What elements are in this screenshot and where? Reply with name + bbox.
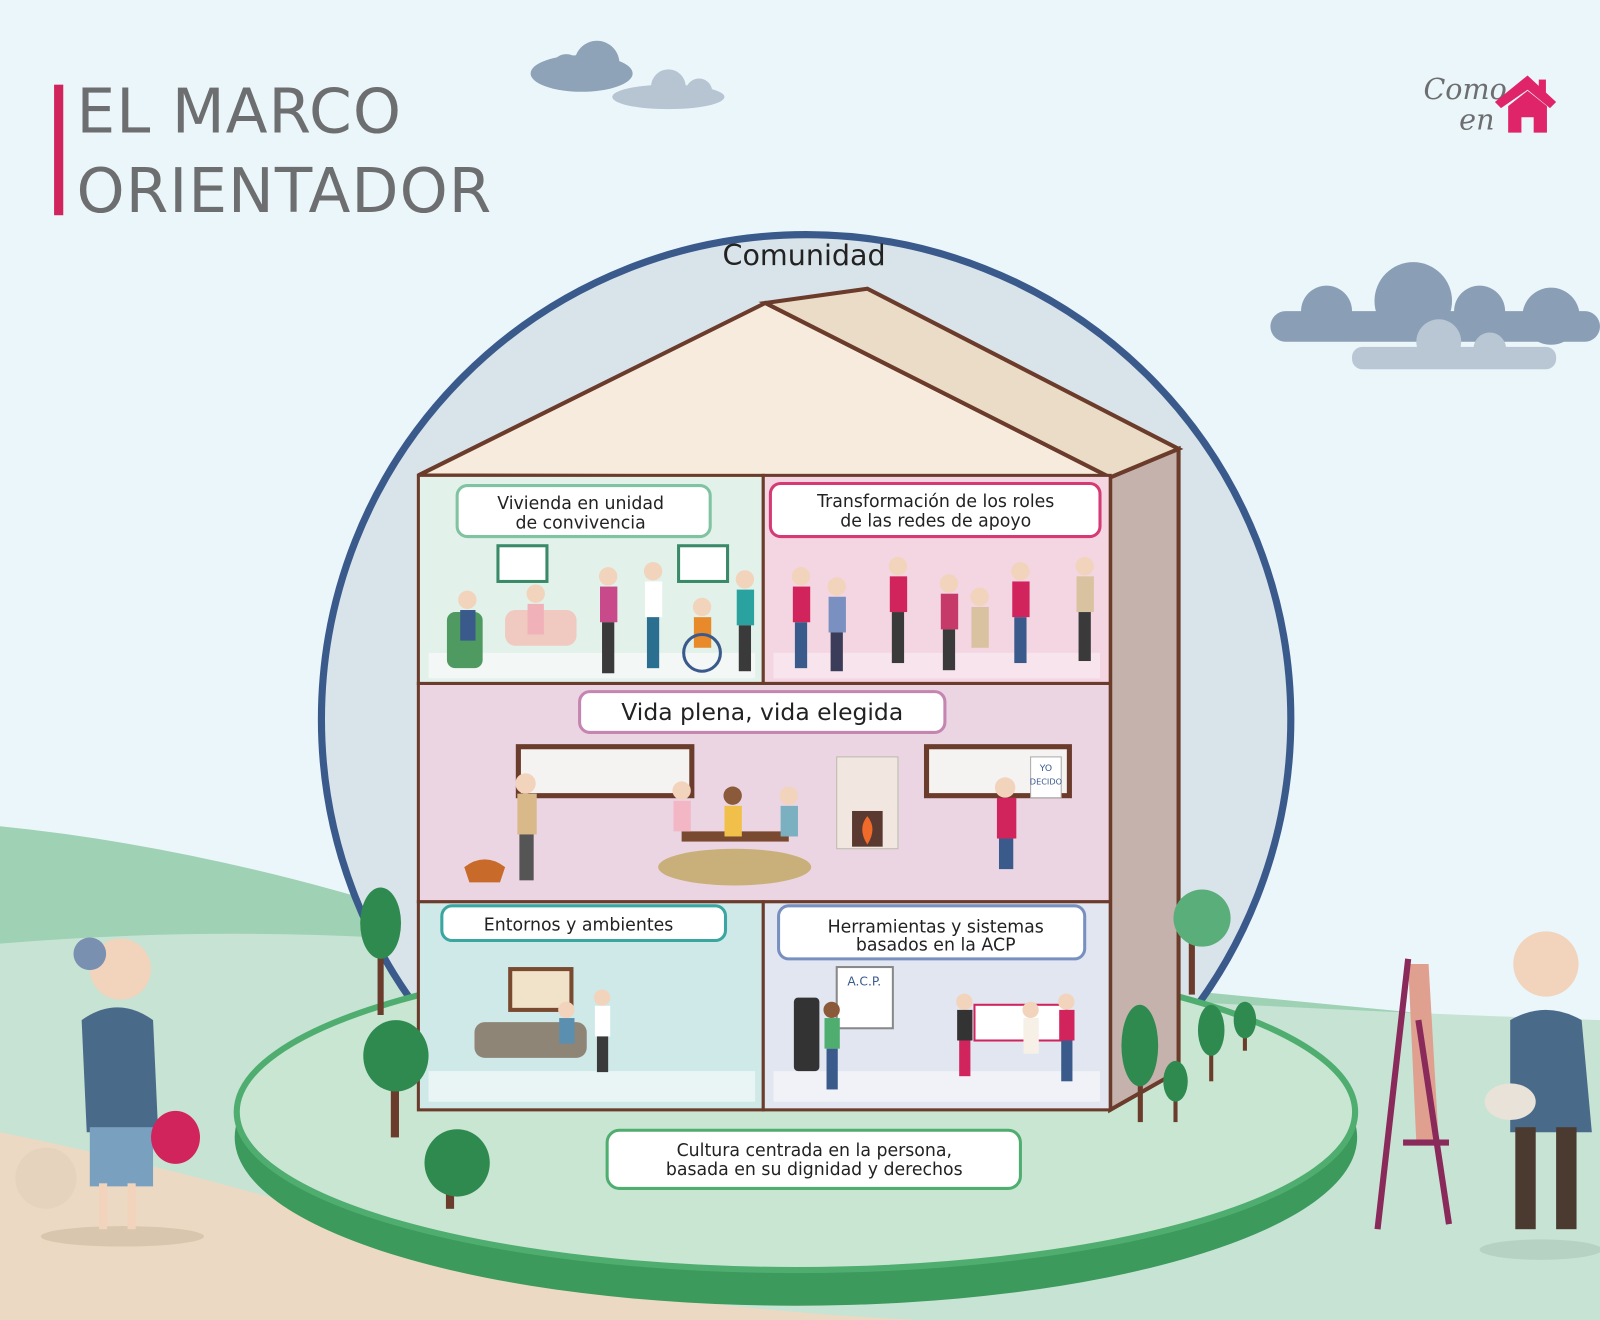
community-label: Comunidad [723,238,886,272]
svg-text:Transformación de los roles: Transformación de los roles [816,492,1054,512]
title-accent-bar [54,84,64,216]
palette-icon [1484,1083,1536,1121]
house-roof-side [758,286,1184,480]
svg-text:Vida plena, vida elegida: Vida plena, vida elegida [621,698,903,726]
rug [658,848,812,886]
dog [464,859,506,883]
svg-text:Vivienda en unidad: Vivienda en unidad [497,494,664,514]
shopping-bag-icon [15,1147,77,1209]
yo-decido-text-2: DECIDO [1030,776,1062,786]
floor [428,1071,756,1102]
title-line-2: ORIENTADOR [77,156,493,227]
svg-text:Cultura centrada en la persona: Cultura centrada en la persona, [677,1141,952,1161]
easel [1374,958,1453,1230]
label-vida-plena: Vida plena, vida elegida [578,690,947,734]
house-icon [1494,75,1557,133]
window [515,744,695,799]
floor [428,652,756,679]
picture-frame [508,967,574,1012]
tree-icon [1197,1004,1225,1082]
label-entornos: Entornos y ambientes [440,904,728,943]
fire-icon [862,816,873,845]
window [677,544,730,583]
cloud-icon [530,40,633,92]
logo-text-2: en [1459,103,1494,137]
acp-board [835,966,894,1030]
floor [773,652,1100,679]
sofa [474,1022,587,1058]
svg-text:basada en su dignidad y derech: basada en su dignidad y derechos [666,1160,963,1180]
tree-icon [1163,1060,1188,1123]
sand-path [0,1132,919,1320]
label-herramientas: Herramientas y sistemas basados en la AC… [777,904,1087,961]
svg-text:de convivencia: de convivencia [515,513,645,533]
svg-text:de las redes de apoyo: de las redes de apoyo [840,511,1031,531]
tree-icon [1121,1004,1159,1123]
label-roles: Transformación de los roles de las redes… [768,481,1102,539]
tree-icon [1233,1001,1257,1051]
label-vivienda: Vivienda en unidad de convivencia [455,484,712,539]
handbag-icon [151,1110,200,1164]
residents [458,556,1094,1090]
acp-board-text: A.C.P. [847,974,881,988]
window [496,544,549,583]
tree-icon [360,887,402,1015]
cloud-icon [1352,319,1557,370]
label-cultura: Cultura centrada en la persona, basada e… [605,1128,1022,1190]
yo-decido-text-1: YO [1039,763,1052,774]
tree-icon [363,1020,429,1138]
floor [773,1071,1100,1102]
chart-board [973,1003,1068,1042]
svg-text:Herramientas y sistemas: Herramientas y sistemas [828,917,1044,937]
tree-icon [424,1129,490,1209]
title-line-1: EL MARCO [77,77,403,148]
logo-text-1: Como [1423,72,1506,106]
yo-decido-sign [1030,756,1062,799]
svg-text:Entornos y ambientes: Entornos y ambientes [484,915,673,935]
kiosk [793,997,820,1072]
svg-text:basados en la ACP: basados en la ACP [856,936,1016,956]
painter-figure [1374,931,1600,1260]
elderly-woman-figure [15,937,205,1247]
tree-icon [1173,889,1231,995]
cloud-icon [612,69,725,110]
